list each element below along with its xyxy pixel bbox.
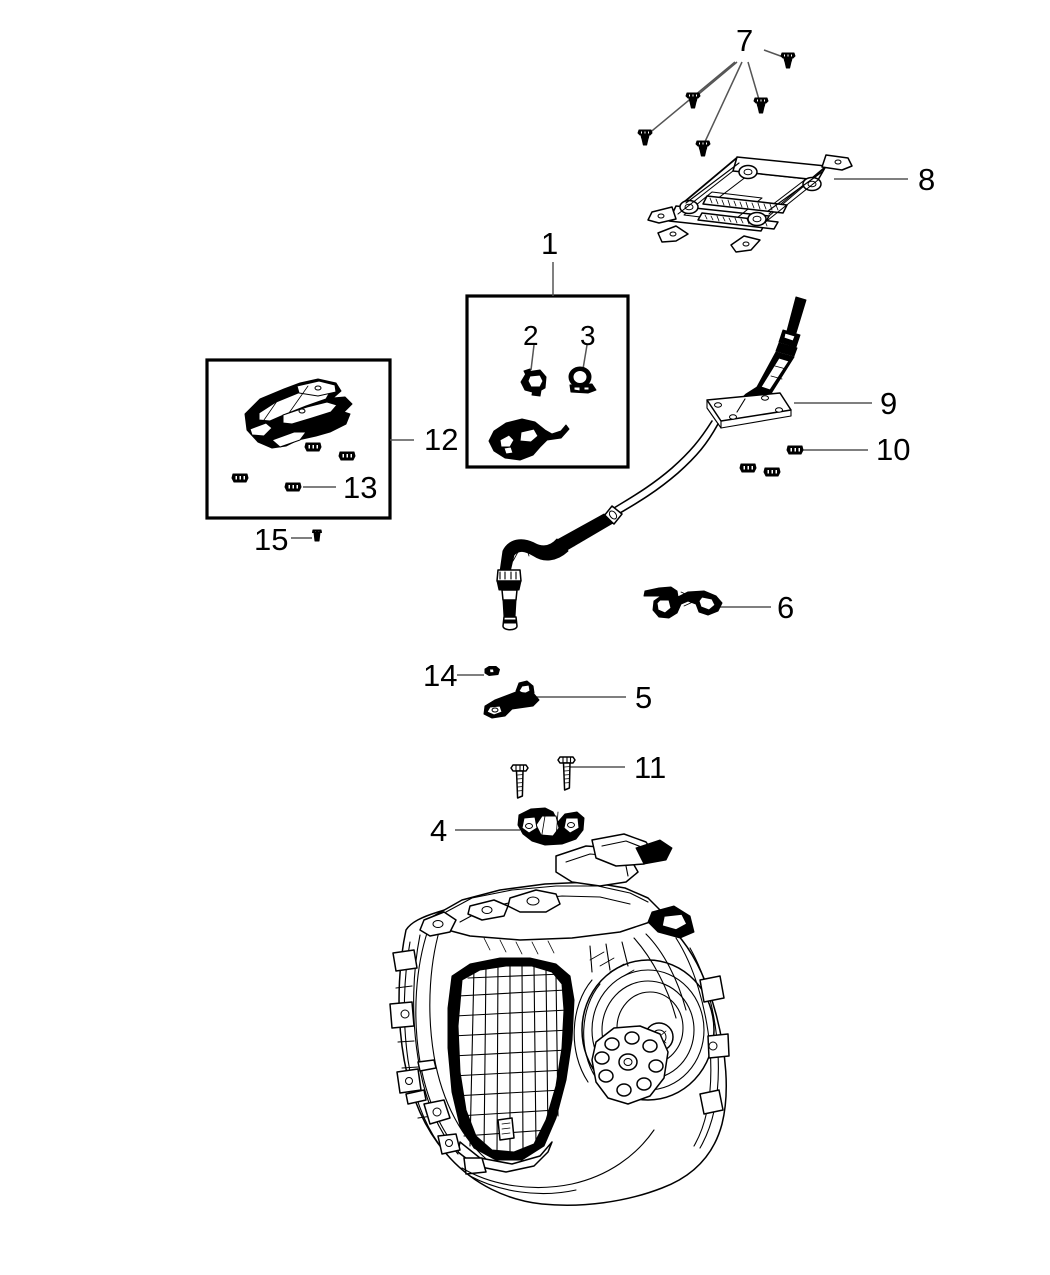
callout-label-11[interactable]: 11 <box>634 750 667 785</box>
cable-grommet-part3 <box>568 366 597 394</box>
heat-shield-part12 <box>244 378 353 449</box>
cable-end-bracket-part1 <box>488 418 570 461</box>
callout-label-10[interactable]: 10 <box>876 432 911 467</box>
callout-label-7[interactable]: 7 <box>736 23 754 58</box>
kit-box-1-outline <box>465 294 630 469</box>
callout-label-8[interactable]: 8 <box>918 162 936 197</box>
bracket-mounting-bolts <box>510 756 576 799</box>
callout-label-12[interactable]: 12 <box>424 422 459 457</box>
callout-label-6[interactable]: 6 <box>777 590 795 625</box>
shift-lever-arm <box>483 680 540 719</box>
callout-label-3[interactable]: 3 <box>580 320 596 351</box>
heat-shield-screw <box>312 529 322 542</box>
callout-label-15[interactable]: 15 <box>254 522 289 557</box>
callout-label-9[interactable]: 9 <box>880 386 898 421</box>
shift-cable-assembly <box>496 420 719 631</box>
push-pin-fasteners <box>637 52 796 157</box>
selector-lever-bracket <box>643 586 723 619</box>
callout-label-4[interactable]: 4 <box>430 813 448 848</box>
callout-label-1[interactable]: 1 <box>541 226 559 261</box>
shift-cable-bracket <box>517 807 585 846</box>
heat-shield-clip-nuts <box>231 442 356 492</box>
gearshift-lever-assembly <box>706 296 807 429</box>
callout-label-14[interactable]: 14 <box>423 658 458 693</box>
callout-label-5[interactable]: 5 <box>635 680 653 715</box>
callout-label-2[interactable]: 2 <box>523 320 539 351</box>
shifter-mounting-nuts <box>739 445 804 477</box>
cable-retainer-clip-part2 <box>520 368 547 397</box>
lever-retaining-nut <box>484 666 500 676</box>
transaxle-transmission-case <box>389 833 730 1206</box>
kit-box-12-outline <box>205 358 392 520</box>
shifter-mounting-plate-bracket <box>647 154 853 253</box>
callout-label-13[interactable]: 13 <box>343 470 378 505</box>
